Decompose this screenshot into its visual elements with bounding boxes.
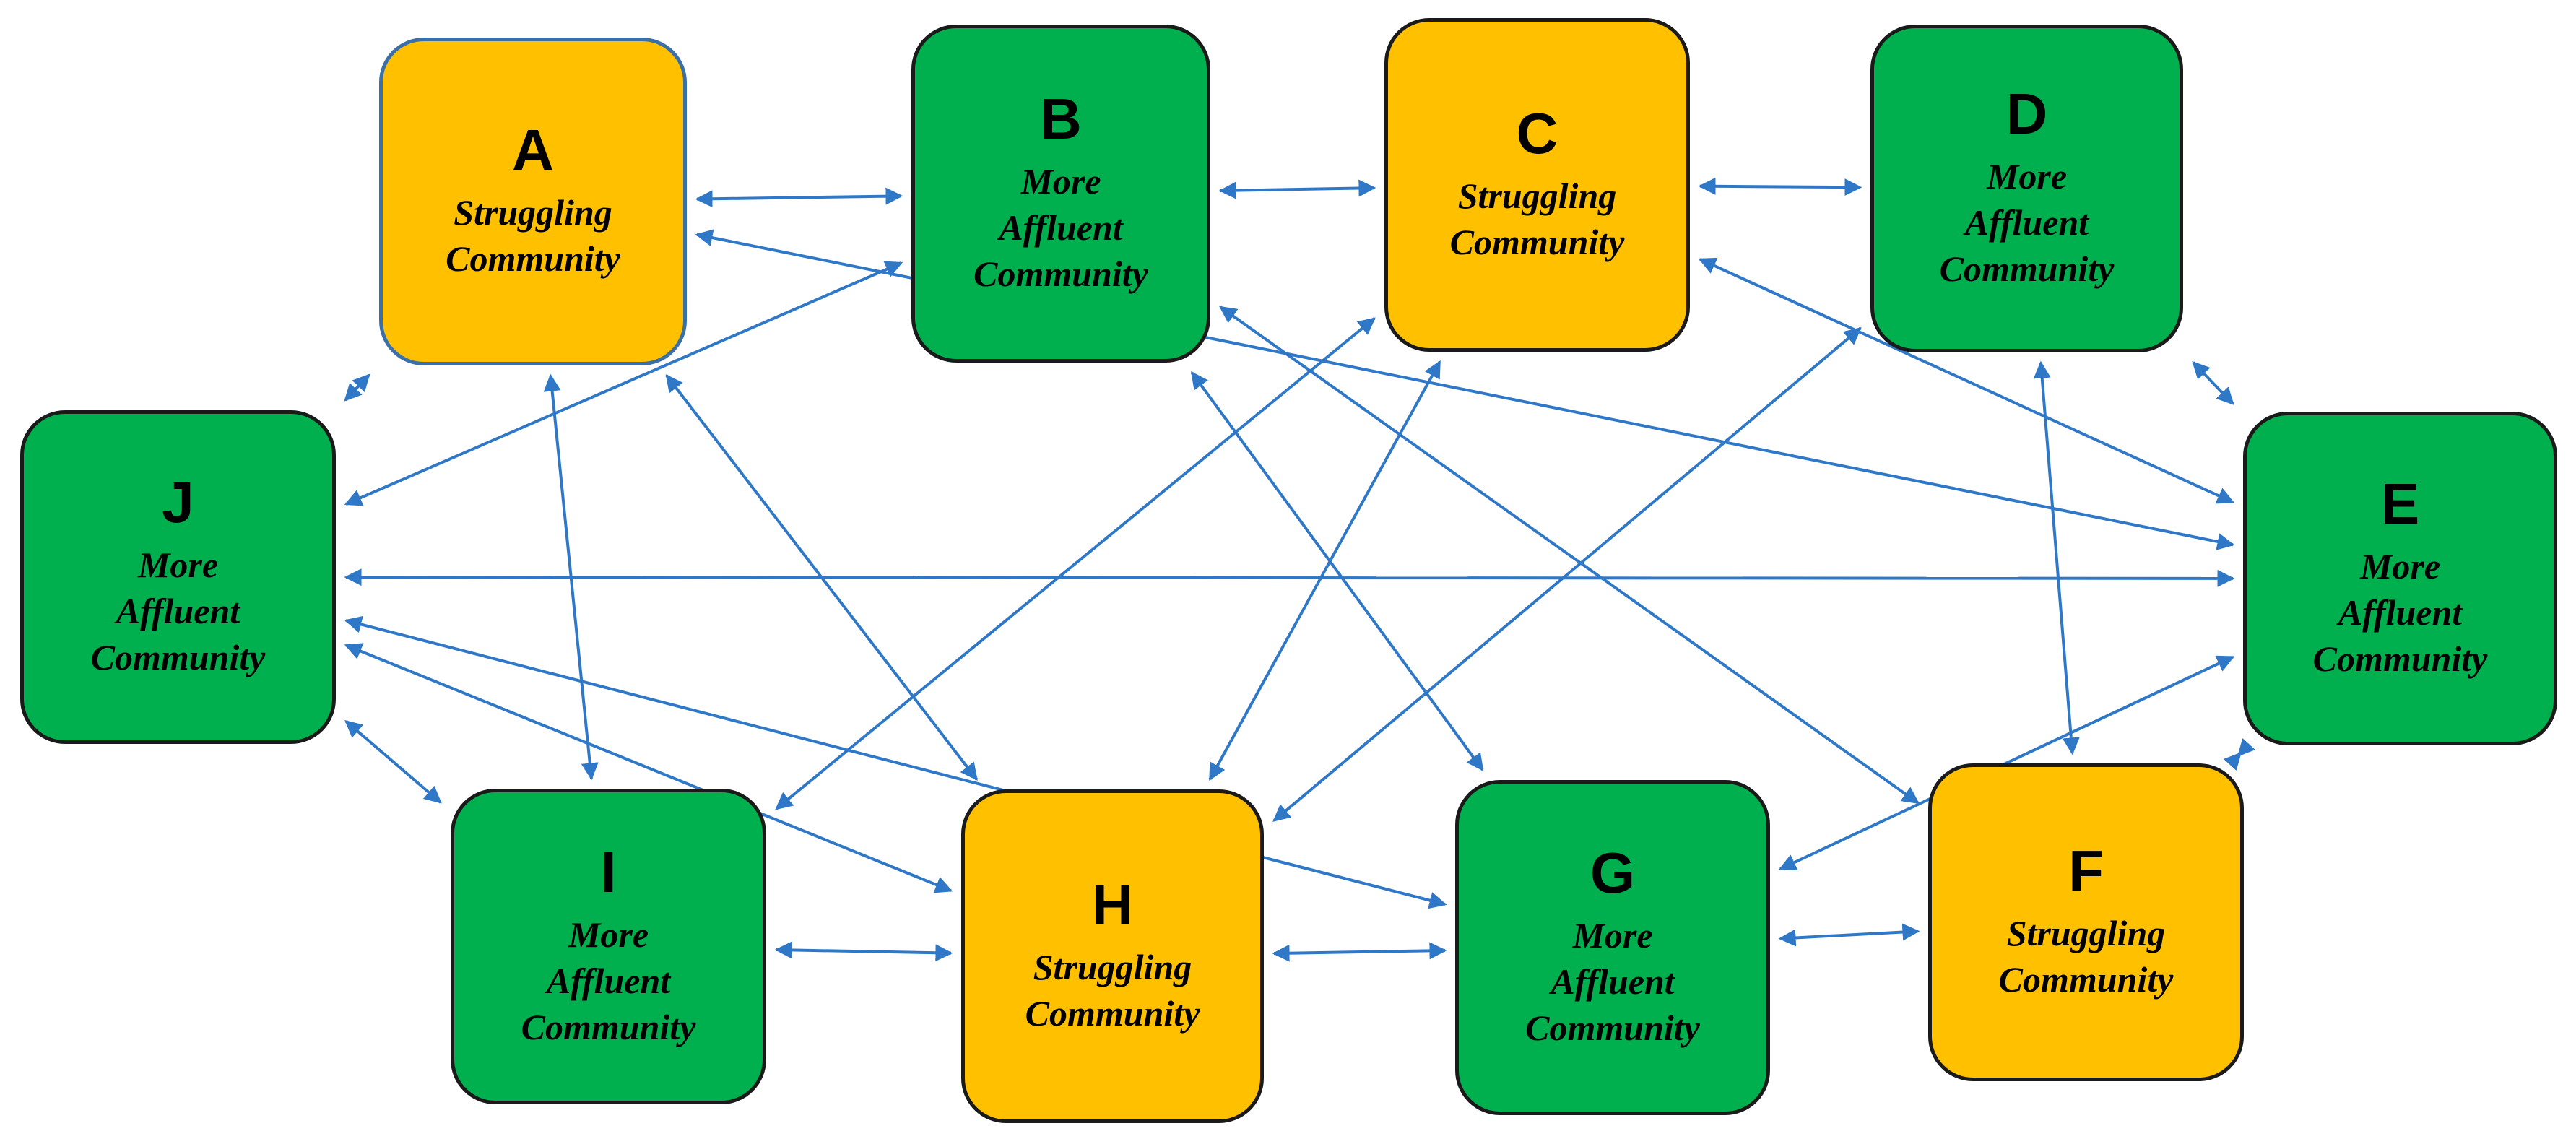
node-g-letter: G — [1590, 841, 1636, 905]
node-e-label: More Affluent Community — [2312, 546, 2488, 679]
node-a-label: Struggling Community — [446, 192, 620, 279]
node-b-letter: B — [1040, 87, 1082, 151]
node-g: G More Affluent Community — [1455, 780, 1770, 1115]
node-b-label: More Affluent Community — [973, 161, 1148, 294]
node-c: C Struggling Community — [1384, 18, 1690, 352]
node-i-letter: I — [600, 839, 617, 904]
node-j: J More Affluent Community — [20, 410, 336, 744]
node-c-letter: C — [1516, 101, 1558, 165]
node-e: E More Affluent Community — [2243, 412, 2557, 745]
node-d-label: More Affluent Community — [1939, 156, 2115, 289]
node-f-label: Struggling Community — [1998, 913, 2174, 1000]
arrow-j-h — [344, 643, 953, 893]
node-c-label: Struggling Community — [1449, 176, 1625, 262]
arrow-f-g — [1778, 923, 1920, 947]
node-f-letter: F — [2068, 839, 2104, 903]
arrow-c-i — [775, 317, 1376, 810]
node-d-letter: D — [2005, 82, 2048, 146]
node-a-letter: A — [512, 118, 554, 182]
arrow-c-e — [1698, 257, 2235, 504]
node-h-letter: H — [1091, 872, 1134, 937]
arrow-j-a — [344, 373, 370, 402]
arrow-g-h — [1272, 942, 1447, 962]
arrow-h-i — [774, 941, 953, 962]
node-h: H Struggling Community — [961, 789, 1264, 1123]
node-h-label: Struggling Community — [1025, 947, 1200, 1034]
node-b: B More Affluent Community — [911, 25, 1210, 363]
arrow-c-d — [1698, 177, 1862, 196]
arrow-a-b — [695, 187, 903, 208]
node-f: F Struggling Community — [1928, 763, 2244, 1081]
node-i: I More Affluent Community — [451, 789, 766, 1104]
arrow-j-e — [344, 568, 2235, 587]
arrow-d-e — [2192, 361, 2234, 405]
arrow-i-j — [344, 719, 442, 804]
node-j-label: More Affluent Community — [90, 545, 266, 677]
arrow-b-c — [1218, 179, 1376, 199]
node-d: D More Affluent Community — [1870, 25, 2183, 352]
arrow-d-h — [1272, 326, 1862, 822]
node-g-label: More Affluent Community — [1525, 915, 1700, 1048]
arrow-e-f — [2223, 737, 2256, 771]
arrow-e-g — [1778, 655, 2235, 871]
node-j-letter: J — [162, 470, 194, 534]
node-a: A Struggling Community — [379, 38, 687, 365]
node-e-letter: E — [2380, 472, 2420, 536]
arrow-b-j — [344, 261, 903, 506]
node-i-label: More Affluent Community — [521, 914, 696, 1047]
